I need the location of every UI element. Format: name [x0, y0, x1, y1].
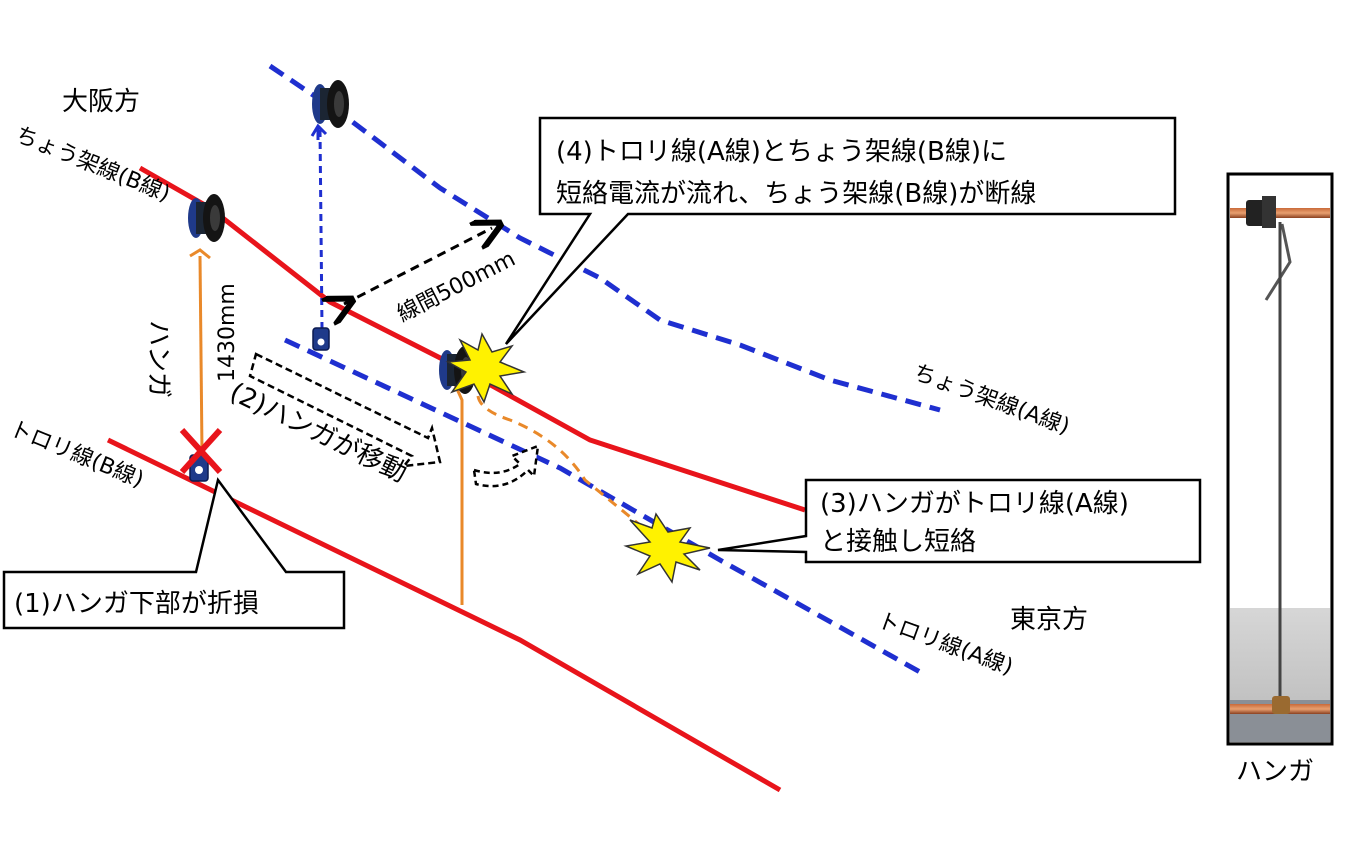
break-x-mark: [179, 427, 223, 475]
label-trolley-a: トロリ線(A線): [874, 608, 1016, 680]
label-catenary-a: ちょう架線(A線): [910, 360, 1073, 440]
callout-step3: (3)ハンガがトロリ線(A線) と接触し短絡: [717, 478, 1202, 564]
curved-arrow: [472, 444, 540, 488]
hanger-photo: [1226, 172, 1334, 746]
direction-tokyo: 東京方: [1010, 605, 1088, 635]
step3-line2: と接触し短絡: [820, 527, 976, 557]
label-wire-spacing: 線間500mm: [393, 247, 519, 328]
spacing-arrow: [344, 228, 492, 304]
movement-arrow: [248, 352, 442, 468]
trolley-b-wire: [106, 437, 782, 793]
trolley-a-wire: [283, 337, 922, 675]
callout-step4: (4)トロリ線(A線)とちょう架線(B線)に 短絡電流が流れ、ちょう架線(B線)…: [504, 116, 1177, 345]
step1-text: (1)ハンガ下部が折損: [14, 589, 259, 619]
photo-caption: ハンガ: [1236, 757, 1314, 787]
hanger-a-dashed: [310, 123, 330, 351]
hanger-swing-path: [476, 395, 641, 527]
label-hanger-length: 1430mm: [215, 283, 240, 382]
label-catenary-b: ちょう架線(B線): [12, 122, 174, 207]
callout-step1: (1)ハンガ下部が折損: [2, 477, 346, 630]
insulator-icon: [188, 194, 225, 242]
hanger-moved: [450, 377, 464, 605]
step3-line1: (3)ハンガがトロリ線(A線): [820, 489, 1129, 519]
catenary-a-wire: [268, 63, 941, 413]
step4-line2: 短絡電流が流れ、ちょう架線(B線)が断線: [556, 179, 1036, 209]
spark-icon: [623, 512, 711, 584]
spark-icon: [445, 331, 527, 404]
insulator-icon: [312, 80, 349, 128]
label-hanger: ハンガ: [143, 320, 173, 398]
step4-line1: (4)トロリ線(A線)とちょう架線(B線)に: [556, 137, 1007, 167]
label-trolley-b: トロリ線(B線): [6, 416, 147, 492]
direction-osaka: 大阪方: [62, 87, 140, 117]
